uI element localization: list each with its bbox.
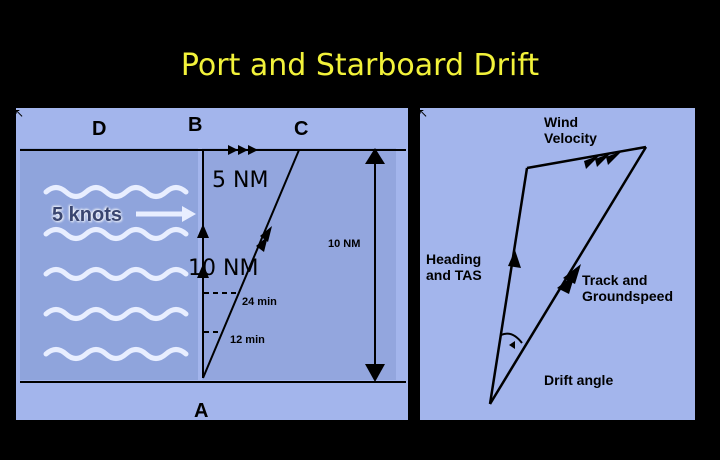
arrowhead-wind-3 — [606, 151, 622, 165]
arrowhead-ac-2 — [256, 236, 268, 252]
distance-arrow-bottom — [365, 364, 385, 382]
point-b-label: B — [188, 114, 203, 136]
time-24-label: 24 min — [242, 296, 277, 308]
wind-arrow-head — [182, 206, 196, 222]
drift-angle-label: Drift angle — [544, 372, 614, 388]
track-groundspeed-label-1: Track and — [582, 272, 648, 288]
track-groundspeed-label-2: Groundspeed — [582, 288, 674, 304]
time-12-label: 12 min — [230, 334, 265, 346]
heading-tas-label-1: Heading — [426, 251, 482, 267]
track-distance-label: 10 NM — [188, 256, 259, 281]
line-ac — [202, 149, 300, 379]
wind-velocity-line — [526, 145, 647, 170]
point-a-label: A — [194, 400, 209, 422]
drift-example-drawing — [20, 145, 406, 383]
arrowhead-track-1 — [563, 264, 581, 284]
wind-velocity-label-2: Velocity — [544, 130, 597, 146]
arrowhead-bc-3 — [248, 145, 258, 155]
cursor-icon: ↖ — [14, 106, 25, 120]
arrowhead-ab-2 — [197, 264, 209, 278]
arrowhead-track-2 — [557, 274, 575, 294]
drift-zone — [202, 148, 396, 380]
arrowhead-bc-2 — [238, 145, 248, 155]
wind-triangle-panel: Wind Velocity Heading and TAS Track and … — [418, 106, 695, 420]
arrowhead-wind-2 — [595, 153, 611, 167]
drift-angle-arc — [500, 332, 523, 344]
arrowhead-heading — [508, 250, 521, 268]
arrowhead-ac-1 — [260, 226, 272, 242]
arrowhead-ab-1 — [197, 224, 209, 238]
drift-example-panel: D B C A 5 knots 5 NM 10 NM 10 NM 24 min … — [14, 106, 408, 422]
heading-tas-label-2: and TAS — [426, 267, 482, 283]
drift-angle-marker — [509, 341, 515, 349]
slide-title: Port and Starboard Drift — [180, 48, 540, 83]
cursor-icon: ↖ — [418, 106, 429, 120]
drift-distance-label: 5 NM — [212, 168, 269, 193]
water-zone — [20, 148, 198, 380]
wind-speed-label: 5 knots — [52, 204, 123, 226]
arrowhead-wind-1 — [584, 155, 600, 169]
wind-triangle-drawing — [488, 145, 648, 405]
arrowhead-bc-1 — [228, 145, 238, 155]
water-waves — [43, 185, 189, 361]
total-distance-label: 10 NM — [328, 238, 361, 250]
point-d-label: D — [92, 118, 107, 140]
distance-arrow-top — [365, 148, 385, 164]
heading-tas-line — [488, 167, 529, 405]
wind-velocity-label-1: Wind — [544, 114, 579, 130]
point-c-label: C — [294, 118, 309, 140]
